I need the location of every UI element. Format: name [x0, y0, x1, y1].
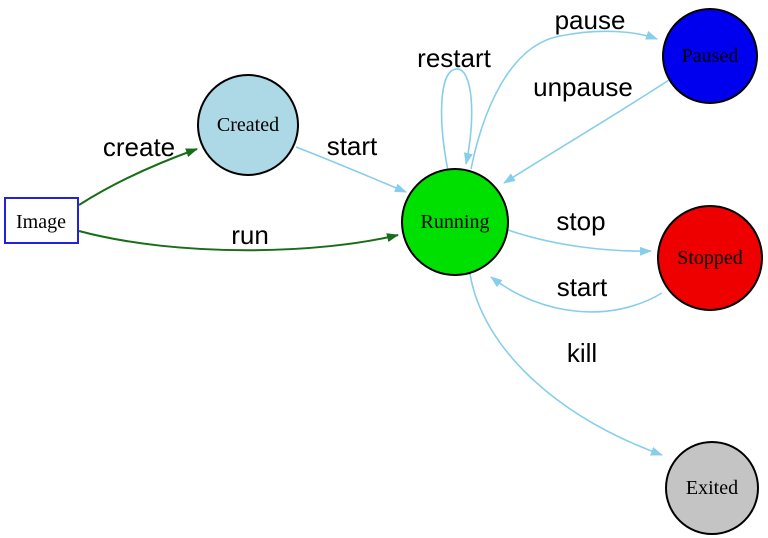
edge-restart-selfloop — [440, 68, 473, 172]
edge-label-stop: stop — [556, 206, 605, 236]
stopped-node-circle — [657, 205, 763, 311]
edge-kill — [469, 273, 663, 456]
edge-labels-layer: create run start restart pause unpause s… — [103, 5, 633, 368]
running-node-label: Running — [421, 211, 490, 233]
exited-node-circle — [665, 441, 759, 535]
edge-create — [78, 148, 198, 206]
edge-pause — [470, 30, 658, 170]
node-image: Image — [4, 197, 79, 244]
exited-node-label: Exited — [686, 477, 738, 499]
node-stopped: Stopped — [657, 205, 763, 311]
edge-label-restart: restart — [417, 43, 491, 73]
edge-label-start-stopped: start — [557, 272, 608, 302]
nodes-layer: Image Created Running Paused Stopped Exi — [4, 8, 763, 535]
image-node-label: Image — [16, 211, 66, 233]
edge-start-from-stopped — [490, 276, 663, 313]
created-node-circle — [197, 74, 299, 176]
edge-label-unpause: unpause — [533, 72, 633, 102]
running-node-circle — [401, 168, 509, 276]
node-paused: Paused — [662, 8, 758, 104]
created-node-label: Created — [217, 114, 279, 136]
paused-node-circle — [662, 8, 758, 104]
node-exited: Exited — [665, 441, 759, 535]
edge-stop — [507, 229, 652, 256]
edge-label-run: run — [231, 220, 269, 250]
node-running: Running — [401, 168, 509, 276]
edge-label-pause: pause — [555, 5, 626, 35]
image-node-box — [4, 197, 79, 244]
paused-node-label: Paused — [682, 45, 739, 67]
edge-start-from-created — [295, 146, 407, 193]
edge-unpause — [503, 79, 670, 184]
edge-label-create: create — [103, 132, 175, 162]
edge-label-kill: kill — [567, 338, 597, 368]
edges-layer — [78, 30, 670, 456]
node-created: Created — [197, 74, 299, 176]
edge-label-start-created: start — [327, 131, 378, 161]
stopped-node-label: Stopped — [677, 247, 743, 269]
edge-run — [78, 230, 399, 252]
